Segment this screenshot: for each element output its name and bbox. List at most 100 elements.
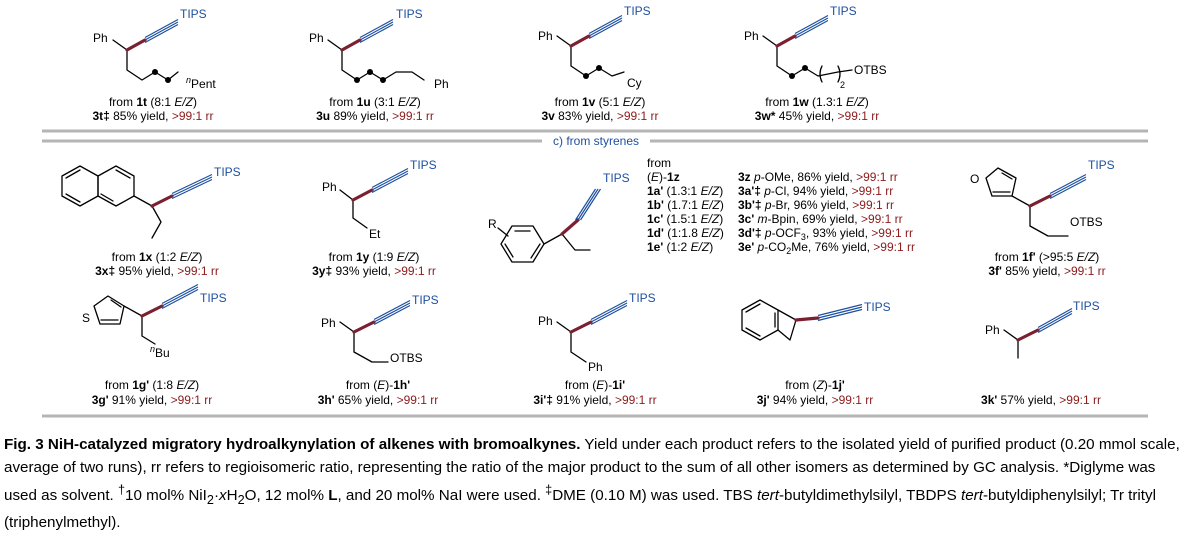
styrene-table: from (E)-1z 1a' (1.3:1 E/Z) 1b' (1.7:1 E… [647,156,915,256]
from-label: from [647,156,671,170]
source-1j: from (Z)-1j' [785,378,845,392]
result-row: 3a'‡ p-Cl, 94% yield, >99:1 rr [738,184,893,198]
tips-label: TIPS [864,300,891,314]
structure-3x: TIPS [61,165,241,239]
yield-3w: 3w* 45% yield, >99:1 rr [755,109,879,123]
o-label: O [970,172,979,186]
caption-text: H [226,487,238,505]
ph-label: Ph [309,31,324,45]
ph-label: Ph [93,31,108,45]
source-1g: from 1g' (1:8 E/Z) [105,378,199,392]
tips-label: TIPS [200,291,227,305]
caption-text: , and 20 mol% NaI were used. [337,487,546,505]
structure-3u: TIPS Ph Ph [309,7,449,91]
result-row: 3c' m-Bpin, 69% yield, >99:1 rr [738,212,903,226]
result-row: 3d'‡ p-OCF3, 93% yield, >99:1 rr [738,226,913,242]
caption-text: DME (0.10 M) was used. TBS [552,487,758,505]
structure-3v: TIPS Ph Cy [538,4,651,90]
s-label: S [82,311,90,325]
source-1f: from 1f' (>95:5 E/Z) [995,250,1100,264]
caption-text: · [213,487,220,505]
caption-text: -butyldimethylsilyl, TBDPS [778,487,961,505]
structure-3i: TIPS Ph Ph [538,291,656,374]
yield-3j: 3j' 94% yield, >99:1 rr [757,393,874,407]
caption-text: O, 12 mol% [244,487,329,505]
structure-3k: TIPS Ph [985,299,1100,359]
figure-caption: Fig. 3 NiH-catalyzed migratory hydroalky… [4,434,1184,534]
yield-3y: 3y‡ 93% yield, >99:1 rr [312,264,436,278]
ph-label: Ph [538,314,553,328]
et-label: Et [369,227,381,241]
caption-subscript: 2 [206,493,214,508]
r-label: R [488,217,497,231]
source-1u: from 1u (3:1 E/Z) [329,95,420,109]
caption-italic: tert [757,487,779,505]
source-row-1z: (E)-1z [647,170,680,184]
tips-label: TIPS [396,7,423,21]
source-1t: from 1t (8:1 E/Z) [109,95,197,109]
yield-3t: 3t‡ 85% yield, >99:1 rr [92,109,213,123]
yield-3k: 3k' 57% yield, >99:1 rr [981,393,1101,407]
ph-label: Ph [321,316,336,330]
ph-label: Ph [434,77,449,91]
tips-label: TIPS [624,4,651,18]
result-row: 3b'‡ p-Br, 96% yield, >99:1 rr [738,198,894,212]
ph-label: Ph [744,29,759,43]
ph-label: Ph [588,360,603,374]
yield-3f: 3f' 85% yield, >99:1 rr [988,264,1105,278]
structure-3y: TIPS Ph Et [322,158,437,241]
caption-text: Yield under each product refers to the i… [4,436,1180,505]
source-1i: from (E)-1i' [565,378,625,392]
source-row: 1e' (1:2 E/Z) [647,240,713,254]
source-row: 1c' (1.5:1 E/Z) [647,212,723,226]
figure-panel: TIPS Ph nPent from 1t (8:1 E/Z) 3t‡ 85% … [42,4,1148,418]
ph-label: Ph [985,323,1000,337]
tips-label: TIPS [830,4,857,18]
structure-3j: TIPS [741,299,891,341]
source-row: 1b' (1.7:1 E/Z) [647,198,724,212]
bu-label: nBu [150,344,170,360]
structure-3w: TIPS Ph 2 OTBS [744,4,887,90]
caption-italic: x [219,487,227,505]
double-dagger-mark: ‡ [545,483,553,497]
yield-3v: 3v 83% yield, >99:1 rr [541,109,658,123]
subscript-2-label: 2 [840,80,845,90]
result-row: 3z p-OMe, 86% yield, >99:1 rr [738,170,898,184]
source-1y: from 1y (1:9 E/Z) [329,250,420,264]
otbs-label: OTBS [854,63,887,77]
tips-label: TIPS [629,291,656,305]
tips-label: TIPS [180,7,207,21]
source-1x: from 1x (1:2 E/Z) [112,250,203,264]
ph-label: Ph [538,29,553,43]
ph-label: Ph [322,180,337,194]
source-row: 1d' (1:1.8 E/Z) [647,226,724,240]
otbs-label: OTBS [390,351,423,365]
dagger-mark: † [117,483,126,497]
source-1w: from 1w (1.3:1 E/Z) [765,95,868,109]
yield-3i: 3i'‡ 91% yield, >99:1 rr [533,393,656,407]
structure-3h: TIPS Ph OTBS [321,293,439,365]
result-row: 3e' p-CO2Me, 76% yield, >99:1 rr [738,240,915,256]
caption-italic: tert [961,487,983,505]
structure-3g: S TIPS nBu [82,283,227,360]
tips-label: TIPS [410,158,437,172]
otbs-label: OTBS [1070,215,1103,229]
source-1v: from 1v (5:1 E/Z) [555,95,646,109]
tips-label: TIPS [1073,299,1100,313]
caption-subscript: 2 [237,493,245,508]
source-row: 1a' (1.3:1 E/Z) [647,184,723,198]
tips-label: TIPS [603,171,630,185]
structure-3t: TIPS Ph nPent [93,7,216,91]
scheme-svg: TIPS Ph nPent from 1t (8:1 E/Z) 3t‡ 85% … [42,4,1148,418]
caption-text: -butyldiphenylsilyl; Tr trityl (tripheny… [4,487,1156,531]
ligand-label: L [328,487,338,505]
yield-3u: 3u 89% yield, >99:1 rr [316,109,434,123]
structure-3f: O TIPS OTBS [970,158,1115,237]
yield-3g: 3g' 91% yield, >99:1 rr [92,393,213,407]
structure-styrene-general: R TIPS [488,171,630,263]
yield-3x: 3x‡ 95% yield, >99:1 rr [95,264,219,278]
source-1h: from (E)-1h' [346,378,410,392]
caption-text: 10 mol% NiI [125,487,207,505]
tips-label: TIPS [1088,158,1115,172]
caption-title: Fig. 3 NiH-catalyzed migratory hydroalky… [4,436,581,453]
